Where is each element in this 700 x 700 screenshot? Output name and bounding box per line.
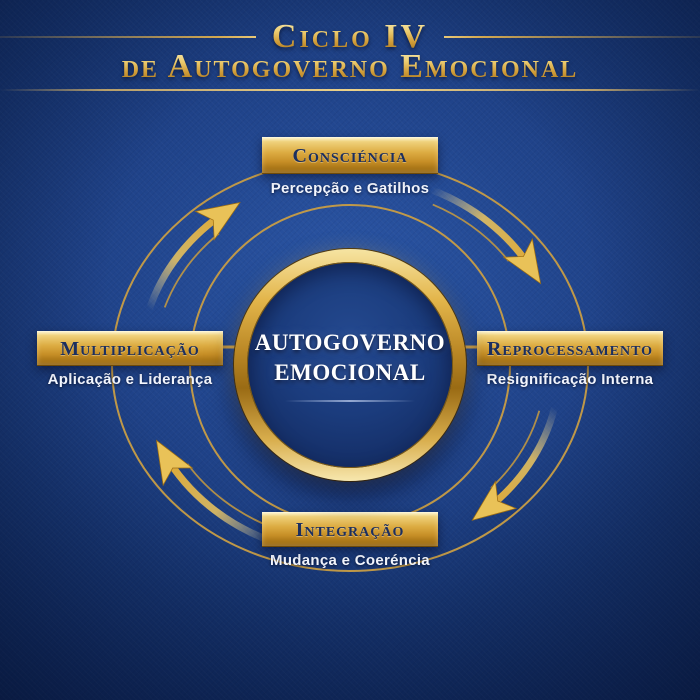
title-rule [0, 89, 700, 91]
banner-consciencia-label: Consciéncia [292, 144, 408, 167]
arrow-integracao-to-multiplicacao-icon [155, 439, 273, 545]
center-medallion: AUTOGOVERNO EMOCIONAL [247, 262, 453, 468]
center-title-line2: EMOCIONAL [274, 360, 426, 385]
subtitle-integracao: Mudança e Coeréncia [270, 552, 430, 569]
banner-reprocessamento-label: Reprocessamento [486, 337, 654, 360]
banner-reprocessamento: Reprocessamento [477, 331, 663, 366]
banner-integracao-label: Integração [295, 518, 405, 541]
subtitle-multiplicacao: Aplicação e Liderança [47, 371, 213, 388]
banner-integracao: Integração [262, 512, 438, 547]
banner-multiplicacao-label: Multiplicação [60, 337, 200, 360]
subtitle-reprocessamento: Resignificação Interna [486, 371, 654, 388]
center-title-line1: AUTOGOVERNO [254, 330, 446, 356]
subtitle-consciencia: Percepção e Gatilhos [270, 180, 430, 197]
title-divider-left [0, 36, 256, 38]
center-medallion-ring: AUTOGOVERNO EMOCIONAL [234, 249, 466, 481]
arrow-reprocessamento-to-integracao-icon [471, 406, 558, 521]
banner-multiplicacao: Multiplicação [37, 331, 223, 366]
page-subtitle: de Autogoverno Emocional [0, 50, 700, 84]
center-divider [285, 399, 415, 402]
banner-consciencia: Consciéncia [262, 137, 438, 174]
title-divider-right [444, 36, 700, 38]
